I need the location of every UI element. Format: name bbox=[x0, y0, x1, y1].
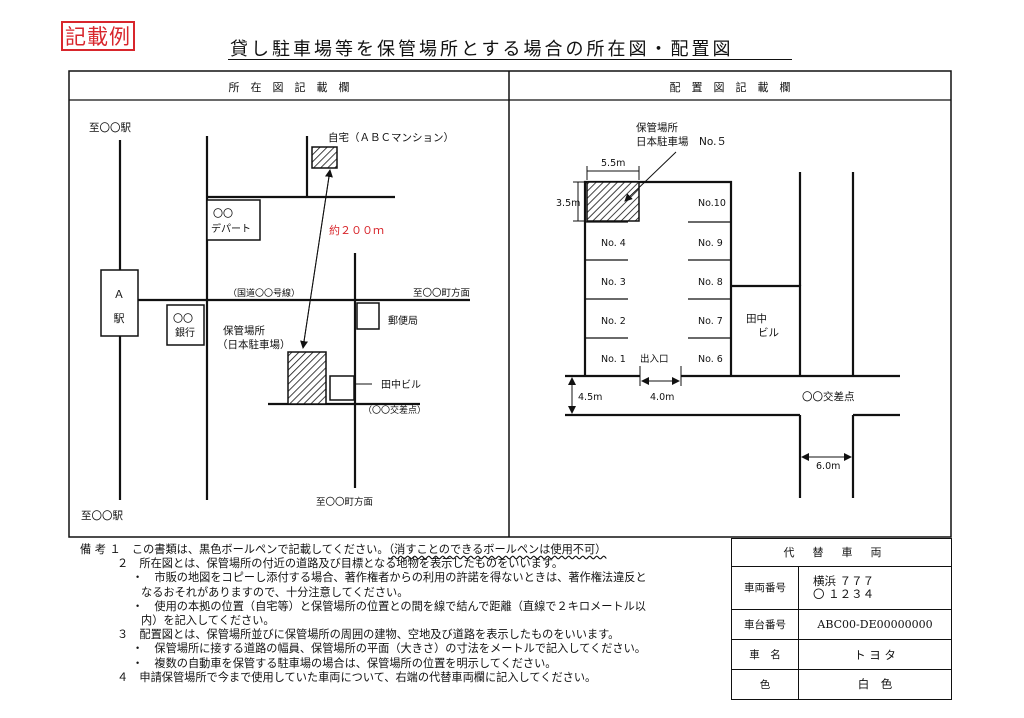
home-label: 自宅（ＡＢＣマンション） bbox=[328, 131, 454, 144]
post-office bbox=[356, 302, 380, 330]
to-town-right: 至〇〇町方面 bbox=[413, 287, 470, 299]
remark-row: 備 考 １ この書類は、黒色ボールペンで記載してください。（消すことのできるボー… bbox=[80, 543, 607, 556]
slot-label: No. 3 bbox=[601, 277, 626, 288]
slot-label: No. 2 bbox=[601, 316, 626, 327]
storage-slot-marker bbox=[586, 181, 640, 222]
post-office-label: 郵便局 bbox=[388, 314, 418, 327]
remark-row: ２ 所在図とは、保管場所の付近の道路及び目標となる地物を表示したものをいいます。 bbox=[117, 557, 564, 571]
layout-tanaka-label-2: ビル bbox=[758, 327, 779, 339]
location-map-header: 所 在 図 記 載 欄 bbox=[229, 80, 350, 94]
entrance-label: 出入口 bbox=[640, 353, 669, 365]
layout-map-header: 配 置 図 記 載 欄 bbox=[670, 80, 791, 94]
depth-dimension bbox=[573, 181, 585, 222]
road-width-label: 4.5m bbox=[578, 392, 602, 403]
chassis-number-key: 車台番号 bbox=[731, 609, 799, 641]
distance-arrow-back bbox=[302, 169, 333, 349]
tanaka-building bbox=[329, 375, 355, 401]
vehicle-name-value: ト ヨ タ bbox=[798, 639, 952, 670]
slot-label: No. 8 bbox=[698, 277, 723, 288]
slot-label: No. 1 bbox=[601, 354, 626, 365]
department-label: 〇〇 bbox=[213, 208, 233, 220]
layout-tanaka-label: 田中 bbox=[746, 312, 767, 325]
width-dimension bbox=[586, 166, 640, 180]
slot-label: No. 6 bbox=[698, 354, 723, 365]
chassis-number-value: ABC00-DE00000000 bbox=[798, 609, 952, 641]
remark-row: ・ 使用の本拠の位置（自宅等）と保管場所の位置との間を線で結んで距離（直線で２キ… bbox=[132, 599, 646, 613]
remark-row: ・ 保管場所に接する道路の幅員、保管場所の平面（大きさ）の寸法をメートルで記入し… bbox=[132, 642, 646, 656]
national-road-label: （国道〇〇号線） bbox=[228, 287, 300, 299]
department-label-2: デパート bbox=[211, 222, 251, 235]
location-map-roads bbox=[118, 136, 470, 500]
depth-dimension-label: 3.5m bbox=[556, 198, 580, 209]
storage-marker bbox=[287, 351, 327, 405]
remark-row: ３ 配置図とは、保管場所並びに保管場所の周囲の建物、空地及び道路を表示したものを… bbox=[117, 628, 620, 642]
layout-storage-label-2: 日本駐車場 No.５ bbox=[636, 135, 727, 148]
tanaka-label: 田中ビル bbox=[381, 378, 421, 391]
station-a bbox=[100, 269, 139, 337]
bank bbox=[166, 304, 205, 346]
entrance-dimension-label: 4.0m bbox=[650, 392, 674, 403]
department-store bbox=[206, 199, 261, 241]
road2-width-label: 6.0m bbox=[816, 461, 840, 472]
station-a-label: Ａ bbox=[114, 288, 125, 301]
title-underline bbox=[228, 59, 792, 60]
bank-label: 〇〇 bbox=[173, 313, 193, 325]
home-marker bbox=[311, 146, 338, 169]
diagram-frame bbox=[68, 70, 952, 538]
vehicle-color-value: 白 色 bbox=[798, 668, 952, 701]
vehicle-color-key: 色 bbox=[731, 668, 799, 701]
remark-row: ４ 申請保管場所で今まで使用していた車両について、右端の代替車両欄に記入してくだ… bbox=[117, 670, 597, 684]
vehicle-number-value: 横浜 ７７７ 〇 １２３４ bbox=[798, 565, 952, 611]
to-station-top: 至〇〇駅 bbox=[89, 122, 131, 134]
station-a-label-2: 駅 bbox=[114, 312, 125, 325]
vehicle-name-key: 車 名 bbox=[731, 639, 799, 670]
remark-row: ・ 複数の自動車を保管する駐車場の場合は、保管場所の位置を明示してください。 bbox=[132, 656, 557, 670]
intersection-label: （〇〇交差点） bbox=[363, 404, 426, 416]
storage-callout-arrow bbox=[624, 151, 677, 202]
slot-label: No. 9 bbox=[698, 238, 723, 249]
layout-map-roads bbox=[565, 172, 900, 498]
remark-row: なるおそれがありますので、十分注意してください。 bbox=[141, 585, 409, 599]
layout-storage-label: 保管場所 bbox=[636, 121, 678, 134]
distance-label: 約２００ｍ bbox=[329, 223, 384, 237]
example-stamp: 記載例 bbox=[61, 21, 135, 51]
parking-slot-labels: No. 4 No. 3 No. 2 No. 1 No.10 No. 9 No. … bbox=[601, 198, 726, 365]
remarks: 備 考 １ この書類は、黒色ボールペンで記載してください。（消すことのできるボー… bbox=[80, 543, 730, 685]
slot-label: No. 7 bbox=[698, 316, 723, 327]
remark-row: ・ 市販の地図をコピーし添付する場合、著作権者からの利用の許諾を得ないときは、著… bbox=[132, 571, 647, 585]
vehicle-number-key: 車両番号 bbox=[731, 565, 799, 611]
remark-row: 内）を記入してください。 bbox=[141, 614, 275, 628]
slot-label: No. 4 bbox=[601, 238, 626, 249]
to-station-bottom: 至〇〇駅 bbox=[81, 510, 123, 522]
document-title: 貸し駐車場等を保管場所とする場合の所在図・配置図 bbox=[230, 39, 734, 60]
layout-intersection-label: 〇〇交差点 bbox=[802, 390, 855, 403]
width-dimension-label: 5.5m bbox=[601, 158, 625, 169]
entrance-dimension bbox=[639, 366, 682, 386]
to-town-bottom: 至〇〇町方面 bbox=[316, 496, 373, 508]
parking-slot-dividers bbox=[585, 221, 731, 339]
storage-label: 保管場所 bbox=[223, 324, 265, 337]
replacement-vehicle-table: 代替車両 車両番号 横浜 ７７７ 〇 １２３４ 車台番号 ABC00-DE000… bbox=[731, 538, 952, 701]
storage-label-2: （日本駐車場） bbox=[217, 338, 291, 351]
replacement-vehicle-header: 代替車両 bbox=[731, 538, 952, 567]
bank-label-2: 銀行 bbox=[175, 326, 195, 339]
slot-label: No.10 bbox=[698, 198, 726, 209]
remark-warning: （消すことのできるボールペンは使用不可） bbox=[388, 543, 607, 556]
